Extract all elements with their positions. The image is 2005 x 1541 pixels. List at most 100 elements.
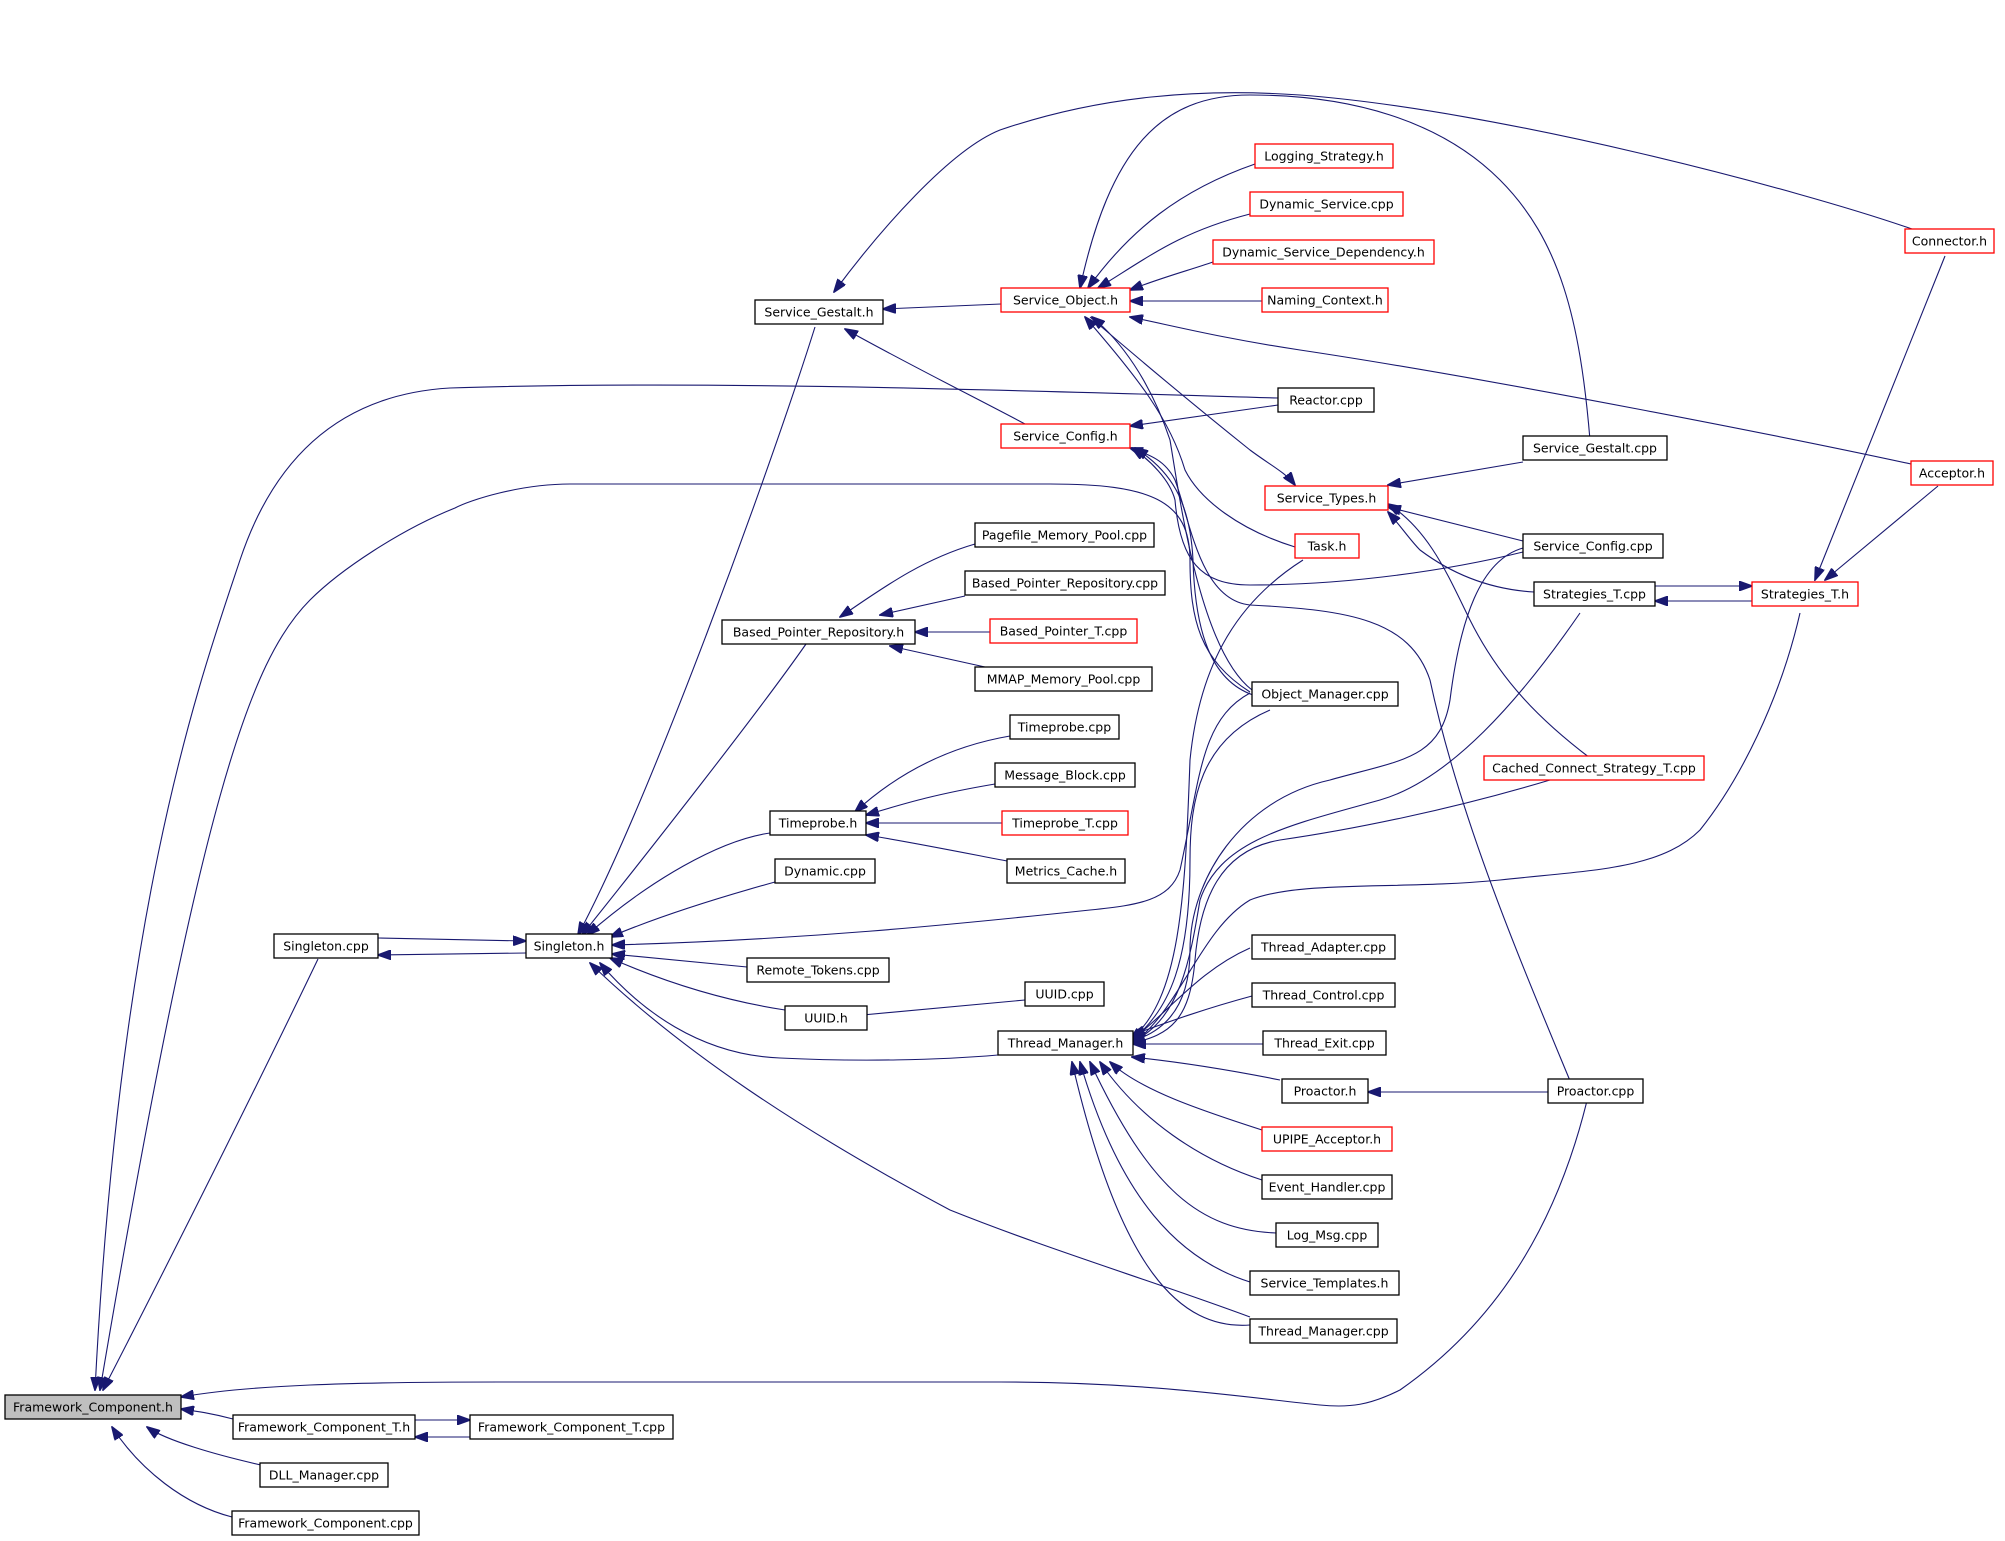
node-dll-manager-cpp[interactable]: DLL_Manager.cpp bbox=[259, 1462, 389, 1488]
node-dynamic-service-dependency-h[interactable]: Dynamic_Service_Dependency.h bbox=[1212, 239, 1435, 265]
node-label: Thread_Exit.cpp bbox=[1273, 1036, 1374, 1051]
node-label: Timeprobe_T.cpp bbox=[1011, 816, 1118, 831]
node-log-msg-cpp[interactable]: Log_Msg.cpp bbox=[1275, 1222, 1379, 1248]
edge-proactor-cpp-to-framework-component-h bbox=[181, 1087, 1591, 1407]
node-thread-manager-h[interactable]: Thread_Manager.h bbox=[997, 1030, 1134, 1056]
node-service-gestalt-cpp[interactable]: Service_Gestalt.cpp bbox=[1522, 435, 1668, 461]
node-box bbox=[1249, 1270, 1400, 1296]
node-singleton-h[interactable]: Singleton.h bbox=[525, 933, 613, 959]
node-proactor-h[interactable]: Proactor.h bbox=[1281, 1078, 1369, 1104]
node-service-gestalt-h[interactable]: Service_Gestalt.h bbox=[754, 299, 884, 325]
node-label: Naming_Context.h bbox=[1267, 293, 1383, 308]
edge-connector-h-to-service-gestalt-h bbox=[834, 92, 1913, 292]
edge-dynamic-cpp-to-singleton-h bbox=[610, 881, 776, 937]
node-label: Proactor.cpp bbox=[1557, 1084, 1635, 1099]
node-strategies-t-cpp[interactable]: Strategies_T.cpp bbox=[1533, 581, 1656, 607]
node-box bbox=[1249, 1318, 1398, 1344]
edge-task-h-to-thread-manager-h bbox=[1130, 559, 1304, 1040]
node-reactor-cpp[interactable]: Reactor.cpp bbox=[1277, 387, 1375, 413]
node-message-block-cpp[interactable]: Message_Block.cpp bbox=[994, 762, 1136, 788]
edge-service-object-h-to-service-types-h bbox=[1089, 316, 1295, 485]
node-thread-adapter-cpp[interactable]: Thread_Adapter.cpp bbox=[1251, 934, 1396, 960]
node-metrics-cache-h[interactable]: Metrics_Cache.h bbox=[1006, 858, 1126, 884]
node-service-templates-h[interactable]: Service_Templates.h bbox=[1249, 1270, 1400, 1296]
node-box bbox=[784, 1005, 868, 1031]
node-timeprobe-t-cpp[interactable]: Timeprobe_T.cpp bbox=[1001, 810, 1129, 836]
node-label: Service_Config.cpp bbox=[1533, 539, 1652, 554]
edge-strategies-t-cpp-to-service-types-h bbox=[1388, 512, 1535, 593]
node-based-pointer-t-cpp[interactable]: Based_Pointer_T.cpp bbox=[989, 618, 1138, 644]
node-event-handler-cpp[interactable]: Event_Handler.cpp bbox=[1261, 1174, 1393, 1200]
node-label: Thread_Control.cpp bbox=[1262, 988, 1385, 1003]
edge-service-config-cpp-to-thread-manager-h bbox=[1132, 547, 1524, 1041]
node-based-pointer-repository-h[interactable]: Based_Pointer_Repository.h bbox=[721, 619, 916, 645]
node-framework-component-cpp[interactable]: Framework_Component.cpp bbox=[231, 1510, 420, 1536]
node-label: Timeprobe.cpp bbox=[1017, 720, 1111, 735]
edge-thread-manager-cpp-to-thread-manager-h bbox=[1072, 1062, 1251, 1326]
node-label: MMAP_Memory_Pool.cpp bbox=[987, 672, 1141, 687]
node-pagefile-memory-pool-cpp[interactable]: Pagefile_Memory_Pool.cpp bbox=[974, 522, 1155, 548]
node-service-types-h[interactable]: Service_Types.h bbox=[1264, 485, 1389, 511]
node-service-config-cpp[interactable]: Service_Config.cpp bbox=[1522, 533, 1664, 559]
node-framework-component-t-cpp[interactable]: Framework_Component_T.cpp bbox=[469, 1414, 674, 1440]
edge-timeprobe-h-to-singleton-h bbox=[587, 832, 771, 935]
node-cached-connect-strategy-t-cpp[interactable]: Cached_Connect_Strategy_T.cpp bbox=[1483, 755, 1705, 781]
node-task-h[interactable]: Task.h bbox=[1294, 533, 1360, 559]
node-thread-manager-cpp[interactable]: Thread_Manager.cpp bbox=[1249, 1318, 1398, 1344]
node-dynamic-cpp[interactable]: Dynamic.cpp bbox=[774, 858, 876, 884]
node-service-object-h[interactable]: Service_Object.h bbox=[1000, 287, 1131, 313]
node-box bbox=[1254, 143, 1394, 169]
edge-strategies-t-h-to-thread-manager-h bbox=[1132, 612, 1801, 1044]
node-box bbox=[974, 666, 1153, 692]
node-box bbox=[1009, 714, 1120, 740]
node-label: Message_Block.cpp bbox=[1004, 768, 1126, 783]
node-service-config-h[interactable]: Service_Config.h bbox=[1000, 423, 1131, 449]
node-remote-tokens-cpp[interactable]: Remote_Tokens.cpp bbox=[746, 957, 890, 983]
node-box bbox=[1000, 287, 1131, 313]
edge-upipe-acceptor-h-to-thread-manager-h bbox=[1110, 1062, 1263, 1131]
node-label: Logging_Strategy.h bbox=[1264, 149, 1384, 164]
node-label: Task.h bbox=[1307, 539, 1347, 554]
node-label: Thread_Manager.cpp bbox=[1257, 1324, 1388, 1339]
node-uuid-h[interactable]: UUID.h bbox=[784, 1005, 868, 1031]
node-box bbox=[1251, 681, 1399, 707]
node-acceptor-h[interactable]: Acceptor.h bbox=[1910, 460, 1994, 486]
node-label: Acceptor.h bbox=[1919, 466, 1985, 481]
node-label: UUID.cpp bbox=[1035, 987, 1093, 1002]
node-box bbox=[259, 1462, 389, 1488]
edge-object-manager-cpp-to-singleton-h bbox=[612, 692, 1251, 945]
node-framework-component-h[interactable]: Framework_Component.h bbox=[4, 1394, 182, 1420]
node-layer: Framework_Component.hFramework_Component… bbox=[4, 143, 1995, 1536]
node-strategies-t-h[interactable]: Strategies_T.h bbox=[1751, 581, 1859, 607]
edge-metrics-cache-h-to-timeprobe-h bbox=[866, 835, 1008, 862]
edge-reactor-cpp-to-service-config-h bbox=[1130, 404, 1279, 426]
node-thread-control-cpp[interactable]: Thread_Control.cpp bbox=[1251, 982, 1396, 1008]
edge-uuid-cpp-to-uuid-h bbox=[852, 999, 1026, 1016]
edge-thread-manager-cpp-to-singleton-h bbox=[590, 963, 1251, 1318]
node-timeprobe-h[interactable]: Timeprobe.h bbox=[769, 810, 867, 836]
node-naming-context-h[interactable]: Naming_Context.h bbox=[1261, 287, 1389, 313]
node-label: UPIPE_Acceptor.h bbox=[1273, 1132, 1381, 1147]
node-object-manager-cpp[interactable]: Object_Manager.cpp bbox=[1251, 681, 1399, 707]
node-label: Strategies_T.h bbox=[1761, 587, 1849, 602]
node-mmap-memory-pool-cpp[interactable]: MMAP_Memory_Pool.cpp bbox=[974, 666, 1153, 692]
node-connector-h[interactable]: Connector.h bbox=[1904, 228, 1995, 254]
node-based-pointer-repository-cpp[interactable]: Based_Pointer_Repository.cpp bbox=[964, 570, 1166, 596]
node-box bbox=[1277, 387, 1375, 413]
node-logging-strategy-h[interactable]: Logging_Strategy.h bbox=[1254, 143, 1394, 169]
node-singleton-cpp[interactable]: Singleton.cpp bbox=[273, 933, 379, 959]
node-timeprobe-cpp[interactable]: Timeprobe.cpp bbox=[1009, 714, 1120, 740]
node-uuid-cpp[interactable]: UUID.cpp bbox=[1024, 981, 1105, 1007]
node-framework-component-t-h[interactable]: Framework_Component_T.h bbox=[232, 1414, 416, 1440]
node-dynamic-service-cpp[interactable]: Dynamic_Service.cpp bbox=[1249, 191, 1404, 217]
node-label: Based_Pointer_Repository.h bbox=[733, 625, 904, 640]
node-thread-exit-cpp[interactable]: Thread_Exit.cpp bbox=[1262, 1030, 1387, 1056]
node-upipe-acceptor-h[interactable]: UPIPE_Acceptor.h bbox=[1261, 1126, 1393, 1152]
node-label: Framework_Component.cpp bbox=[238, 1516, 413, 1531]
node-proactor-cpp[interactable]: Proactor.cpp bbox=[1547, 1078, 1644, 1104]
node-box bbox=[231, 1510, 420, 1536]
node-label: Timeprobe.h bbox=[778, 816, 858, 831]
node-label: Framework_Component_T.cpp bbox=[478, 1420, 665, 1435]
node-box bbox=[1024, 981, 1105, 1007]
node-label: Dynamic.cpp bbox=[784, 864, 866, 879]
